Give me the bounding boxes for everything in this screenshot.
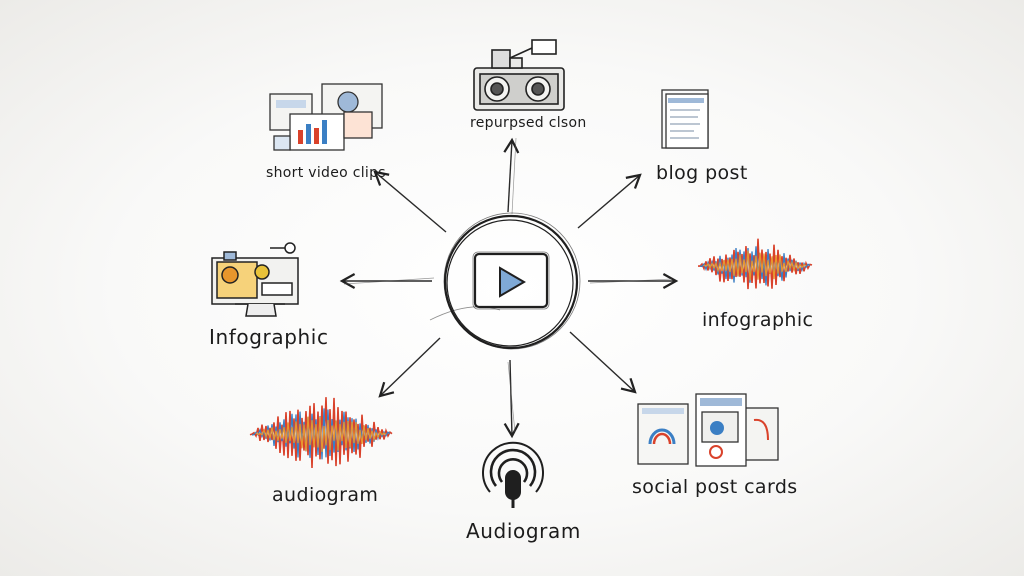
label-infographic-right: infographic <box>702 309 814 331</box>
label-short-video-clips: short video clips <box>266 165 386 181</box>
arrow-to-repurposed <box>503 137 520 213</box>
arrow-to-social <box>569 331 637 394</box>
arrow-to-clips <box>373 170 447 233</box>
arrow-to-audiogram-bottom <box>503 359 520 439</box>
label-audiogram-bottom: Audiogram <box>466 519 581 543</box>
arrow-to-audiogram-left <box>378 337 441 398</box>
label-social-post-cards: social post cards <box>632 476 798 498</box>
arrow-to-blog <box>577 173 642 229</box>
label-blog-post: blog post <box>656 162 748 184</box>
label-repurposed: repurpsed clson <box>470 115 587 131</box>
label-audiogram-left: audiogram <box>272 484 379 506</box>
label-infographic-left: Infographic <box>209 325 329 349</box>
